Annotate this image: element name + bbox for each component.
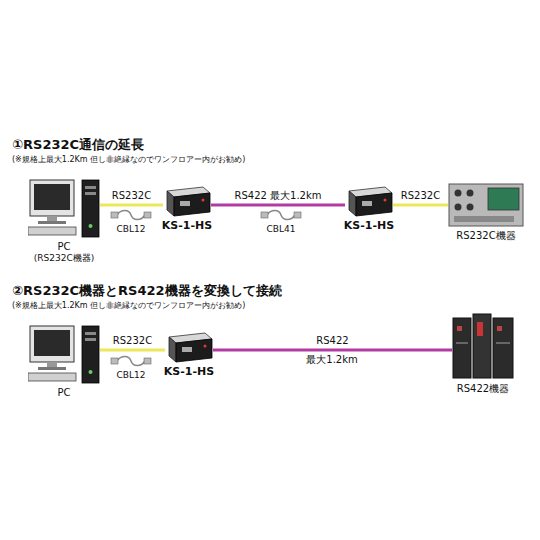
signal-label: RS232C — [111, 335, 154, 346]
note-text: (※規格上最大1.2Km 但し非絶縁なのでワンフロアー内がお勧め) — [12, 155, 245, 164]
device-illustration — [28, 324, 100, 386]
cable-name: CBL12 — [117, 370, 146, 380]
device-illustration — [163, 185, 211, 219]
signal-label: RS232C — [399, 190, 442, 201]
cable-name: CBL41 — [267, 224, 296, 234]
device-label: RS232C機器 — [408, 230, 540, 242]
rs232c-line — [100, 205, 163, 206]
device-illustration — [28, 178, 100, 240]
rs422-line — [211, 205, 345, 206]
equipment: RS422機器 — [452, 312, 514, 395]
equipment: RS232C機器 — [448, 183, 524, 242]
signal-label: RS422 — [314, 335, 350, 346]
converter-box: KS-1-HS — [163, 185, 211, 233]
cable-name: CBL12 — [117, 224, 146, 234]
rs422-line — [213, 350, 452, 351]
device-illustration — [448, 183, 524, 229]
signal-label: RS422 最大1.2km — [233, 190, 324, 201]
cable-icon — [261, 211, 301, 220]
note-text: (※規格上最大1.2Km 但し非絶縁なのでワンフロアー内がお勧め) — [12, 301, 245, 310]
device-label: PC — [0, 241, 140, 253]
device-illustration — [452, 312, 514, 382]
rs232c-line — [393, 205, 448, 206]
section-heading: ②RS232C機器とRS422機器を変換して接続 — [12, 284, 282, 299]
device-illustration — [345, 185, 393, 219]
device-label: RS422機器 — [412, 383, 540, 395]
device-label: PC — [0, 387, 140, 399]
signal-label: RS232C — [110, 190, 153, 201]
section-heading: ①RS232C通信の延長 — [12, 138, 144, 153]
cable-icon — [111, 211, 151, 220]
device-illustration — [165, 331, 213, 365]
converter-box: KS-1-HS — [345, 185, 393, 233]
device-label: KS-1-HS — [305, 220, 433, 233]
rs232c-line — [100, 350, 165, 351]
cable-name: 最大1.2km — [306, 354, 357, 366]
device-label: (RS232C機器) — [0, 253, 140, 263]
converter-box: KS-1-HS — [165, 331, 213, 379]
cable-icon — [111, 357, 151, 366]
pc-device: PC — [28, 324, 100, 399]
pc-device: PC(RS232C機器) — [28, 178, 100, 263]
